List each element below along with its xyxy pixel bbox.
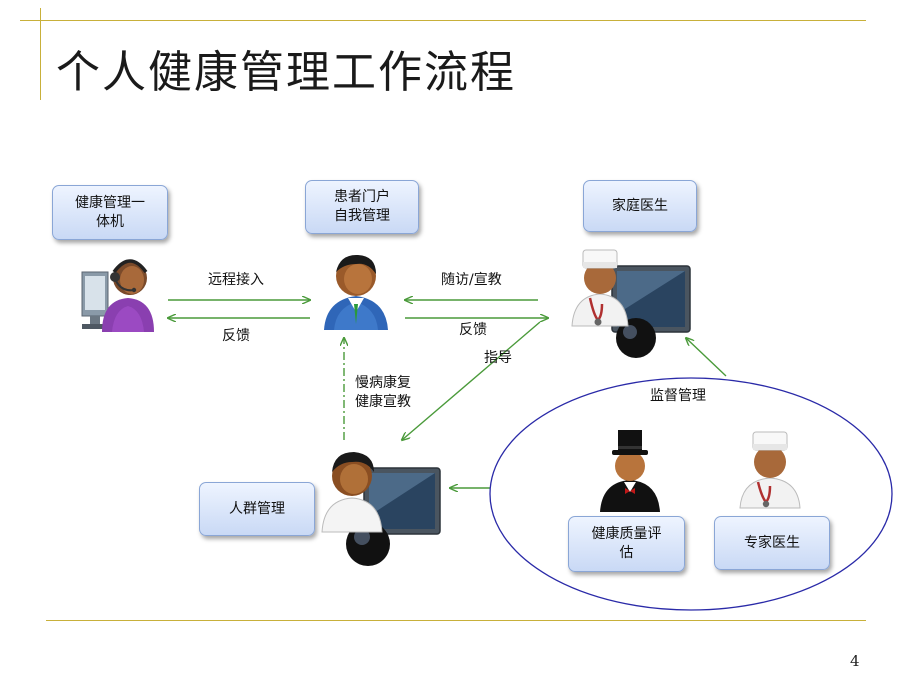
- node-doctor: 家庭医生: [583, 180, 697, 232]
- tophat-icon: [600, 430, 660, 512]
- doctor-computer-icon: [571, 249, 691, 358]
- nurse-icon: [739, 431, 801, 509]
- operator-icon: [81, 259, 154, 332]
- node-portal: 患者门户 自我管理: [305, 180, 419, 234]
- label-chronic-rehab: 慢病康复 健康宣教: [355, 375, 411, 410]
- frame-left-rule: [40, 8, 41, 100]
- frame-bottom-rule: [46, 620, 866, 621]
- node-kiosk: 健康管理一 体机: [52, 185, 168, 240]
- frame-top-rule: [20, 20, 866, 21]
- label-feedback-left: 反馈: [222, 328, 250, 344]
- edge-guidance: [402, 321, 541, 440]
- node-population: 人群管理: [199, 482, 315, 536]
- page-title: 个人健康管理工作流程: [56, 47, 516, 98]
- label-followup: 随访/宣教: [441, 272, 502, 288]
- label-supervision: 监督管理: [650, 388, 706, 404]
- label-feedback-right: 反馈: [459, 322, 487, 338]
- label-guidance: 指导: [484, 350, 512, 366]
- edge-supervision: [686, 338, 727, 377]
- page-number: 4: [850, 652, 860, 670]
- label-remote-access: 远程接入: [208, 272, 264, 288]
- supervision-ellipse: [489, 377, 893, 611]
- patient-icon: [324, 254, 388, 330]
- node-assessment: 健康质量评 估: [568, 516, 685, 572]
- node-expert: 专家医生: [714, 516, 830, 570]
- manager-computer-icon: [321, 452, 441, 566]
